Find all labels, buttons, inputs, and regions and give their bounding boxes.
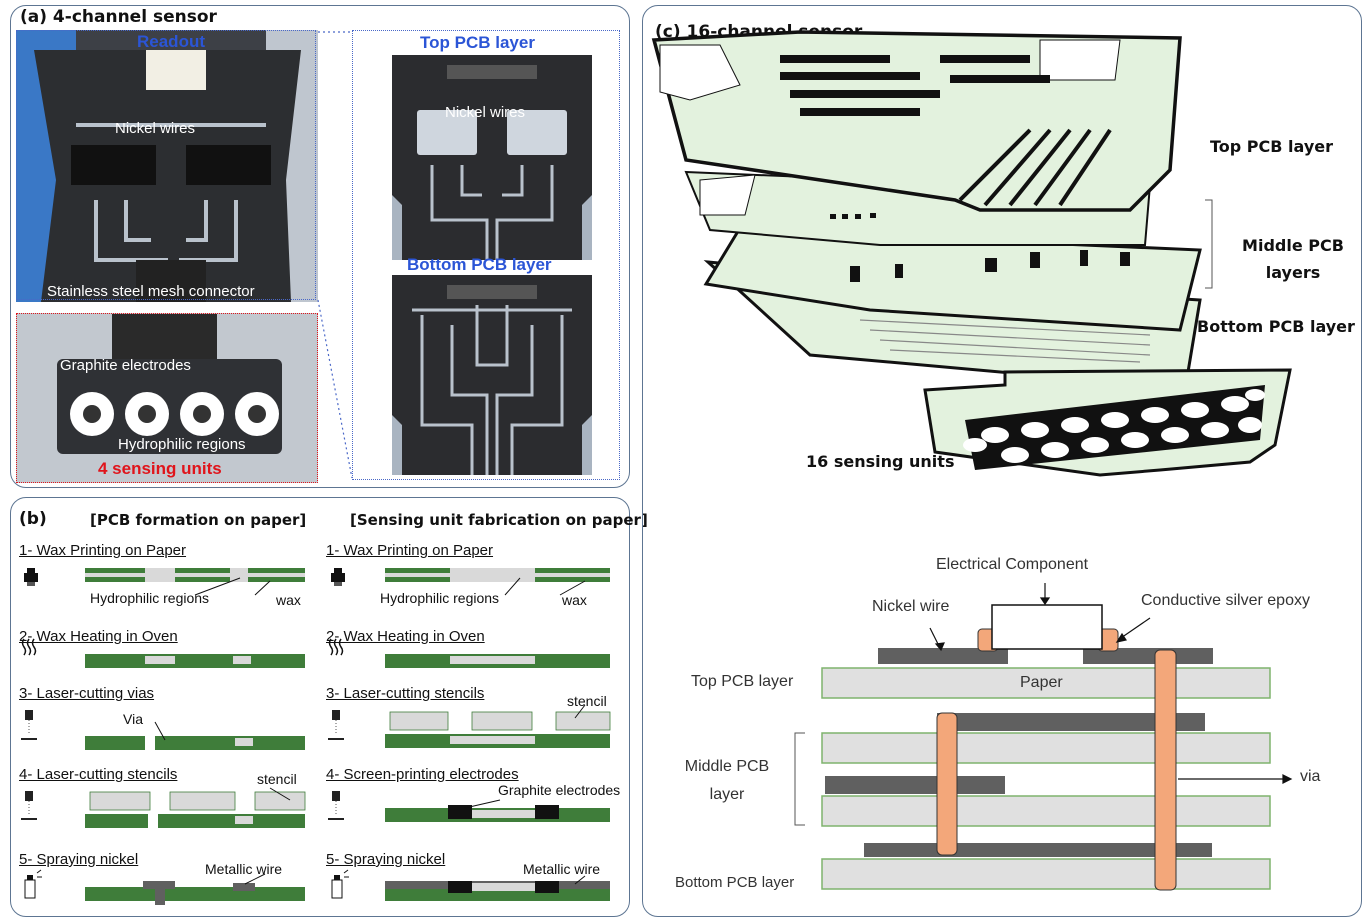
silver-epoxy-label: Conductive silver epoxy [1141,592,1310,610]
electrical-component-label: Electrical Component [936,556,1088,574]
via-arrow-label: via [1300,768,1320,786]
cross-bottom-pcb-label: Bottom PCB layer [675,874,794,891]
nickel-wire-label: Nickel wire [872,598,949,616]
paper-label: Paper [1020,674,1063,692]
cross-middle-pcb-label: Middle PCB layer [672,753,782,809]
cross-top-pcb-label: Top PCB layer [691,673,793,691]
